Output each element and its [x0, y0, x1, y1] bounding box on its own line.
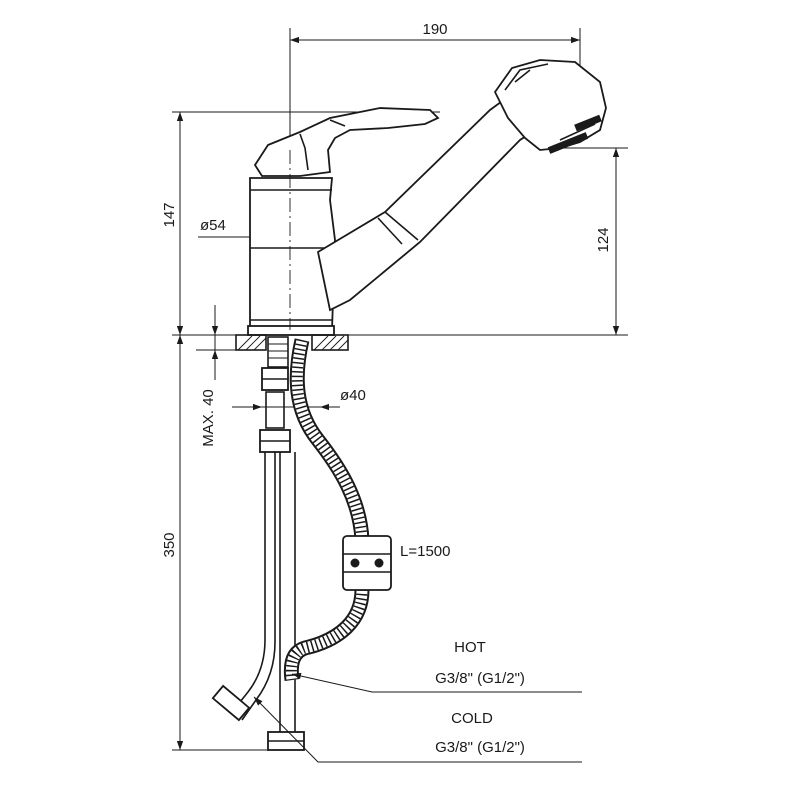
dimension-max-40-label: MAX. 40: [200, 389, 217, 447]
dimension-124: 124: [330, 147, 628, 336]
threaded-stud: [259, 336, 291, 453]
cold-connection-callout: COLD G3/8" (G1/2"): [253, 696, 582, 763]
dimension-350: 350: [161, 335, 275, 751]
dimension-diameter-40-label: ø40: [340, 387, 366, 404]
hot-label: HOT: [454, 639, 486, 656]
dimension-diameter-54-label: ø54: [200, 217, 226, 234]
dimension-max-40: MAX. 40: [196, 305, 238, 447]
hot-connection-callout: HOT G3/8" (G1/2"): [291, 639, 582, 693]
faucet-body: [247, 177, 336, 336]
spray-head: [493, 59, 607, 154]
cold-thread-label: G3/8" (G1/2"): [435, 739, 525, 756]
dimension-124-label: 124: [595, 227, 612, 252]
cold-supply-pipe: [267, 452, 305, 751]
hose-weight: L=1500: [342, 535, 450, 591]
dimension-350-label: 350: [161, 532, 178, 557]
pullout-hose: [283, 338, 370, 681]
hot-supply-pipe: [211, 452, 276, 722]
dimension-diameter-40: ø40: [232, 387, 366, 411]
hot-thread-label: G3/8" (G1/2"): [435, 670, 525, 687]
cold-label: COLD: [451, 710, 493, 727]
dimension-147-label: 147: [161, 202, 178, 227]
countertop-section: [235, 334, 349, 351]
hose-length-label: L=1500: [400, 543, 450, 560]
dimension-190-label: 190: [422, 21, 447, 38]
faucet-lever: [253, 107, 440, 177]
